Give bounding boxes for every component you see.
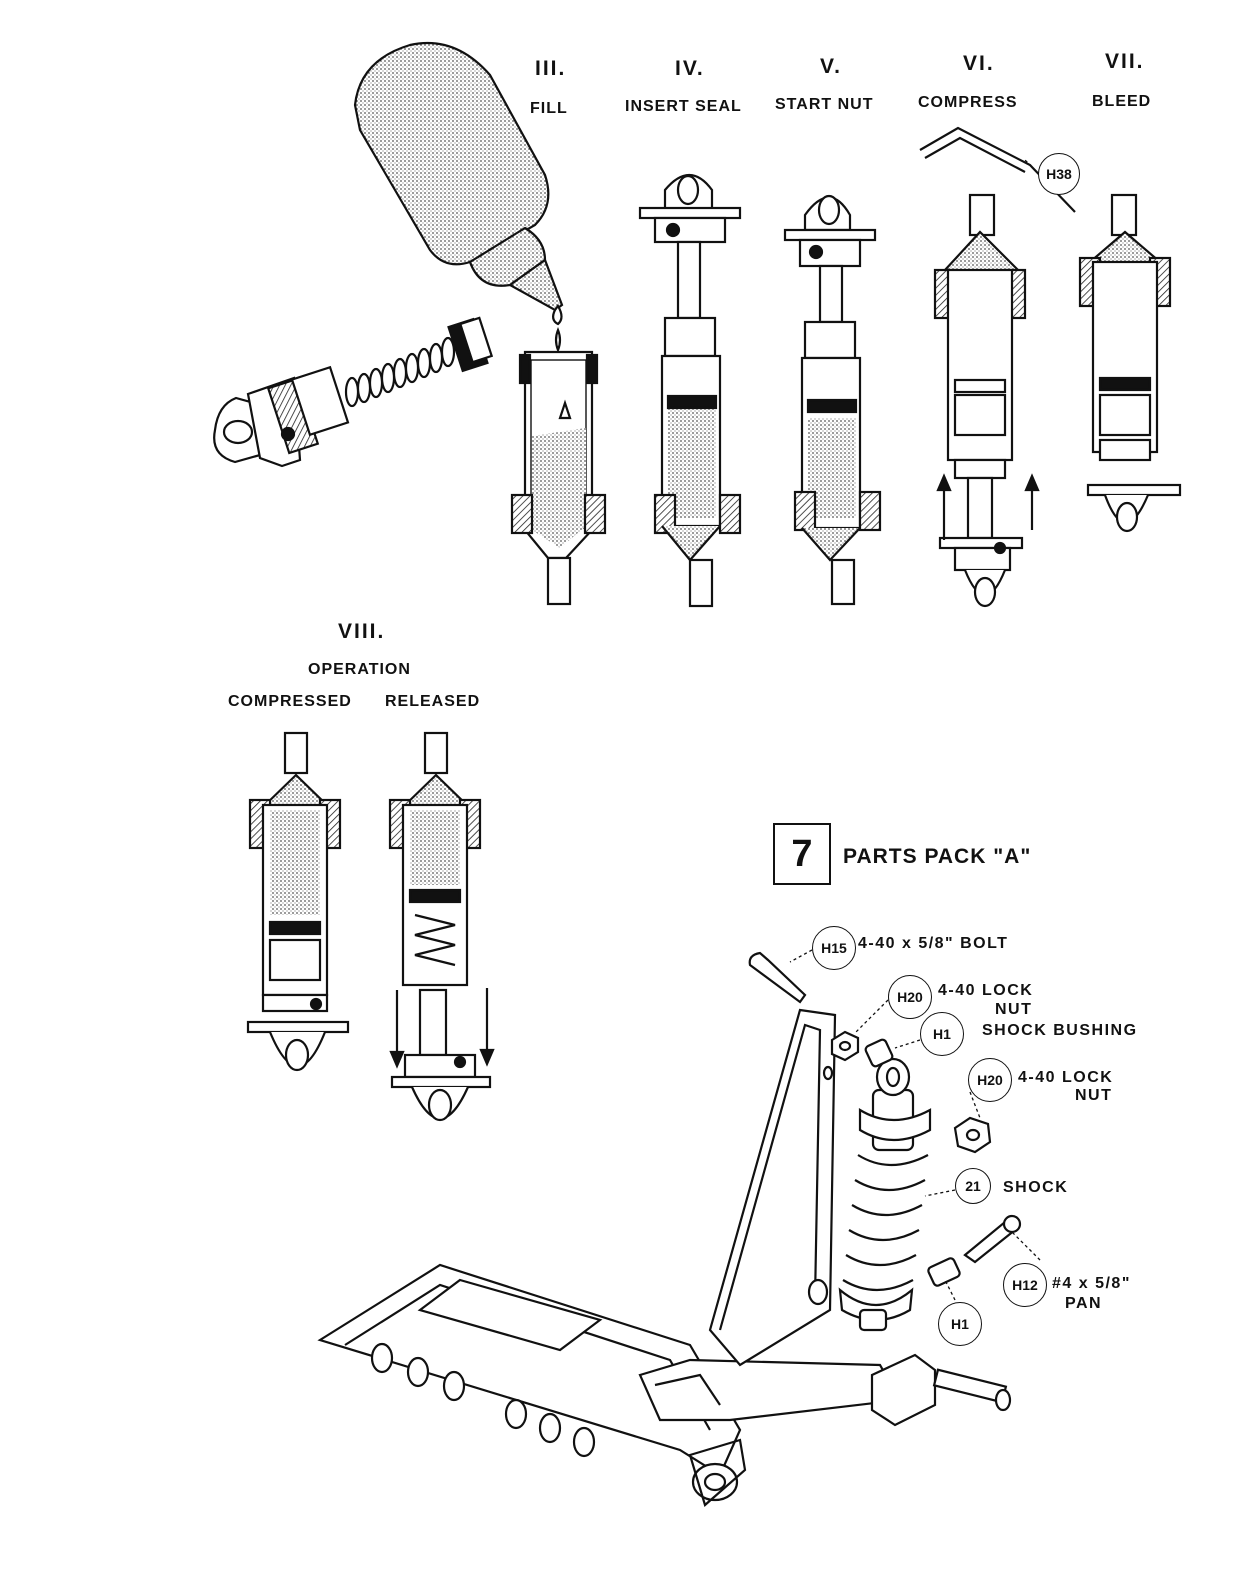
part-h15-desc: 4-40 x 5/8" BOLT [858, 935, 1009, 952]
shock-bleed [1078, 193, 1182, 533]
operation-released-label: RELEASED [385, 693, 481, 710]
shock-compress [933, 193, 1040, 608]
shock-compressed [246, 731, 350, 1072]
step-iv-numeral: IV. [675, 57, 705, 80]
piston-rod-exploded [213, 316, 494, 468]
part-h20-upper-desc-1: 4-40 LOCK [938, 982, 1034, 999]
shock-released [388, 731, 495, 1122]
part-h20-upper-desc-2: NUT [995, 1001, 1033, 1018]
shock-insert-seal [638, 174, 742, 608]
step-vii-numeral: VII. [1105, 50, 1145, 73]
step-iii-caption: FILL [530, 100, 568, 117]
step-iv-caption: INSERT SEAL [625, 98, 742, 115]
step-v-numeral: V. [820, 55, 842, 78]
part-h20-lower-desc-1: 4-40 LOCK [1018, 1069, 1114, 1086]
tool-callout-h38: H38 [1038, 153, 1080, 195]
callout-h12: H12 [1003, 1263, 1047, 1307]
part-h1-desc: SHOCK BUSHING [982, 1022, 1138, 1039]
callout-h20-upper: H20 [888, 975, 932, 1019]
suspension-assembly [317, 951, 1022, 1507]
part-h12-desc-1: #4 x 5/8" [1052, 1275, 1131, 1292]
callout-h1-lower: H1 [938, 1302, 982, 1346]
parts-pack-title: PARTS PACK "A" [843, 845, 1032, 868]
part-21-desc: SHOCK [1003, 1179, 1069, 1196]
shock-fill [510, 327, 607, 606]
operation-title: OPERATION [308, 661, 411, 678]
step-iii-numeral: III. [535, 57, 567, 80]
step-v-caption: START NUT [775, 96, 874, 113]
shock-start-nut [783, 194, 882, 606]
callout-h15: H15 [812, 926, 856, 970]
step-vii-caption: BLEED [1092, 93, 1152, 110]
oil-bottle [353, 41, 564, 326]
step-vi-numeral: VI. [963, 52, 995, 75]
part-h20-lower-desc-2: NUT [1075, 1087, 1113, 1104]
callout-21: 21 [955, 1168, 991, 1204]
callout-h1-upper: H1 [920, 1012, 964, 1056]
step-number-box: 7 [773, 823, 831, 885]
callout-h20-lower: H20 [968, 1058, 1012, 1102]
step-vi-caption: COMPRESS [918, 94, 1018, 111]
part-h12-desc-2: PAN [1065, 1295, 1103, 1312]
leader-lines [789, 159, 1041, 1301]
step-viii-numeral: VIII. [338, 620, 386, 643]
operation-compressed-label: COMPRESSED [228, 693, 352, 710]
